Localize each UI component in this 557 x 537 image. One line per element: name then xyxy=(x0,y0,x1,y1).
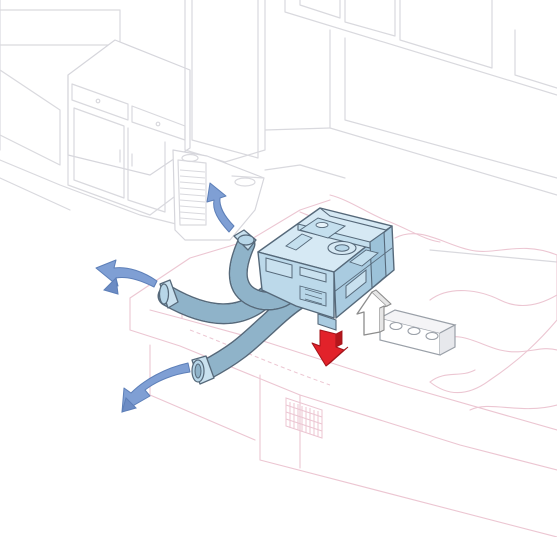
outlet-flange-bottom xyxy=(191,355,215,385)
mounting-rail xyxy=(379,309,457,356)
combustion-air-arrow-up xyxy=(356,289,392,336)
exhaust-arrow-down xyxy=(311,329,349,367)
duct-rear xyxy=(228,234,296,311)
warm-air-arrows xyxy=(95,182,235,413)
warm-air-arrow-down-left xyxy=(121,362,191,413)
outlet-flange-rear xyxy=(233,229,257,251)
warm-air-arrow-left xyxy=(95,259,158,295)
outlet-flange-left xyxy=(158,279,179,309)
air-heater-unit xyxy=(257,207,395,331)
vent-grille xyxy=(285,397,323,439)
warm-air-arrow-up xyxy=(206,182,235,233)
